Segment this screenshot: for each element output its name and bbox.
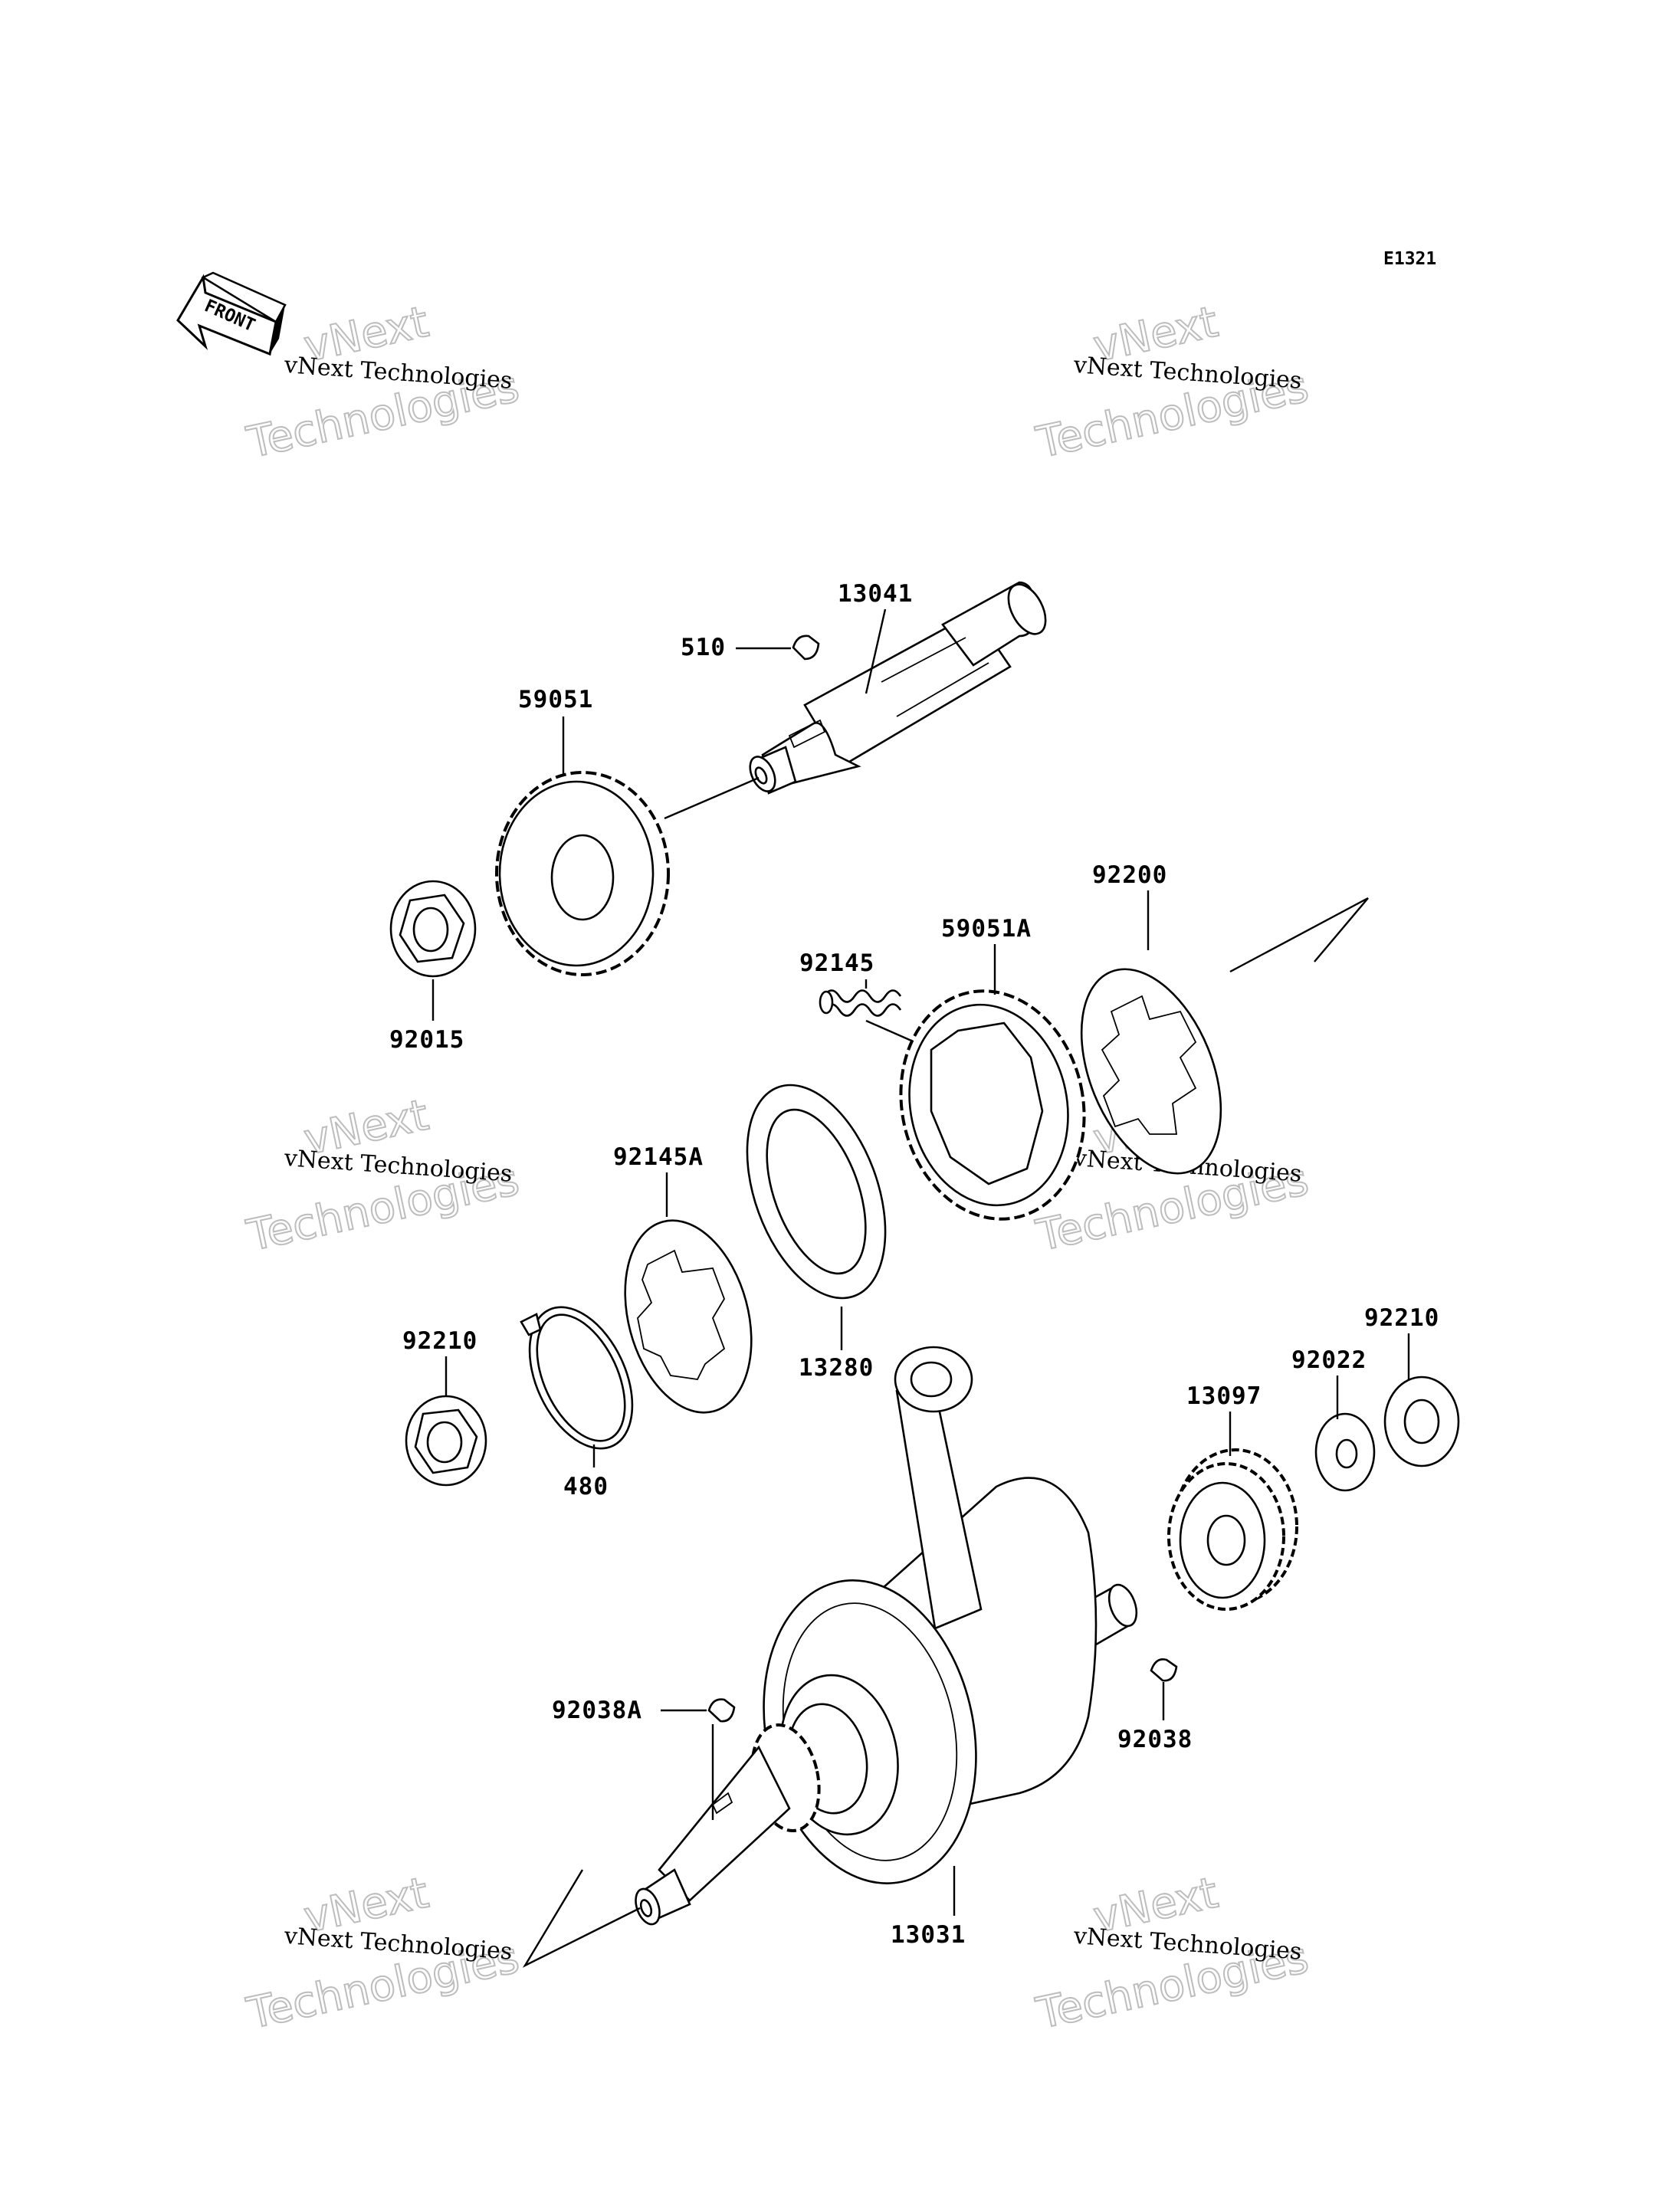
front-arrow-icon: FRONT (176, 271, 287, 356)
part-label-510: 510 (681, 634, 726, 661)
gear-13097 (1167, 1448, 1298, 1611)
gear-59051a (899, 989, 1086, 1221)
woodruff-key-92038a (707, 1698, 736, 1723)
woodruff-key-510 (792, 635, 820, 661)
woodruff-key-92038 (1150, 1658, 1178, 1682)
spring-92145 (819, 989, 902, 1017)
balancer-shaft (749, 581, 1047, 795)
part-label-59051: 59051 (518, 686, 593, 713)
part-label-92022: 92022 (1291, 1346, 1367, 1374)
part-label-13280: 13280 (799, 1354, 874, 1382)
nut-92015 (389, 880, 477, 978)
plate-92200 (1080, 968, 1222, 1175)
thrust-washer-13280 (746, 1084, 887, 1300)
washer-92022 (1314, 1412, 1376, 1492)
part-label-480: 480 (563, 1473, 609, 1500)
watermark-bottom-right: vNext Technologies vNext Technologies (1032, 1867, 1314, 2040)
part-label-92038: 92038 (1117, 1726, 1193, 1753)
part-label-13041: 13041 (838, 580, 913, 608)
part-label-13031: 13031 (891, 1921, 966, 1949)
watermark-top-left: vNext Technologies vNext Technologies (242, 297, 524, 469)
part-label-92015: 92015 (389, 1026, 464, 1054)
circlip-480 (520, 1306, 634, 1450)
balancer-gear-59051 (495, 771, 670, 976)
part-label-92145a: 92145A (613, 1143, 704, 1171)
part-label-92200: 92200 (1092, 861, 1167, 889)
part-label-92038a: 92038A (552, 1697, 642, 1724)
plate-92145a (624, 1219, 753, 1414)
crankshaft-13031 (635, 1346, 1138, 1926)
part-label-13097: 13097 (1186, 1382, 1262, 1410)
nut-92210-right (1383, 1376, 1460, 1467)
nut-92210-left (405, 1395, 487, 1487)
part-label-92210-right: 92210 (1364, 1304, 1439, 1332)
watermark-bottom-left: vNext Technologies vNext Technologies (242, 1867, 524, 2040)
watermark-top-right: vNext Technologies vNext Technologies (1032, 297, 1314, 469)
diagram-code: E1321 (1383, 249, 1436, 269)
part-label-92210-left: 92210 (402, 1327, 477, 1355)
part-label-59051a: 59051A (941, 915, 1032, 943)
watermark-mid-left: vNext Technologies vNext Technologies (242, 1090, 524, 1262)
part-label-92145: 92145 (799, 949, 874, 977)
